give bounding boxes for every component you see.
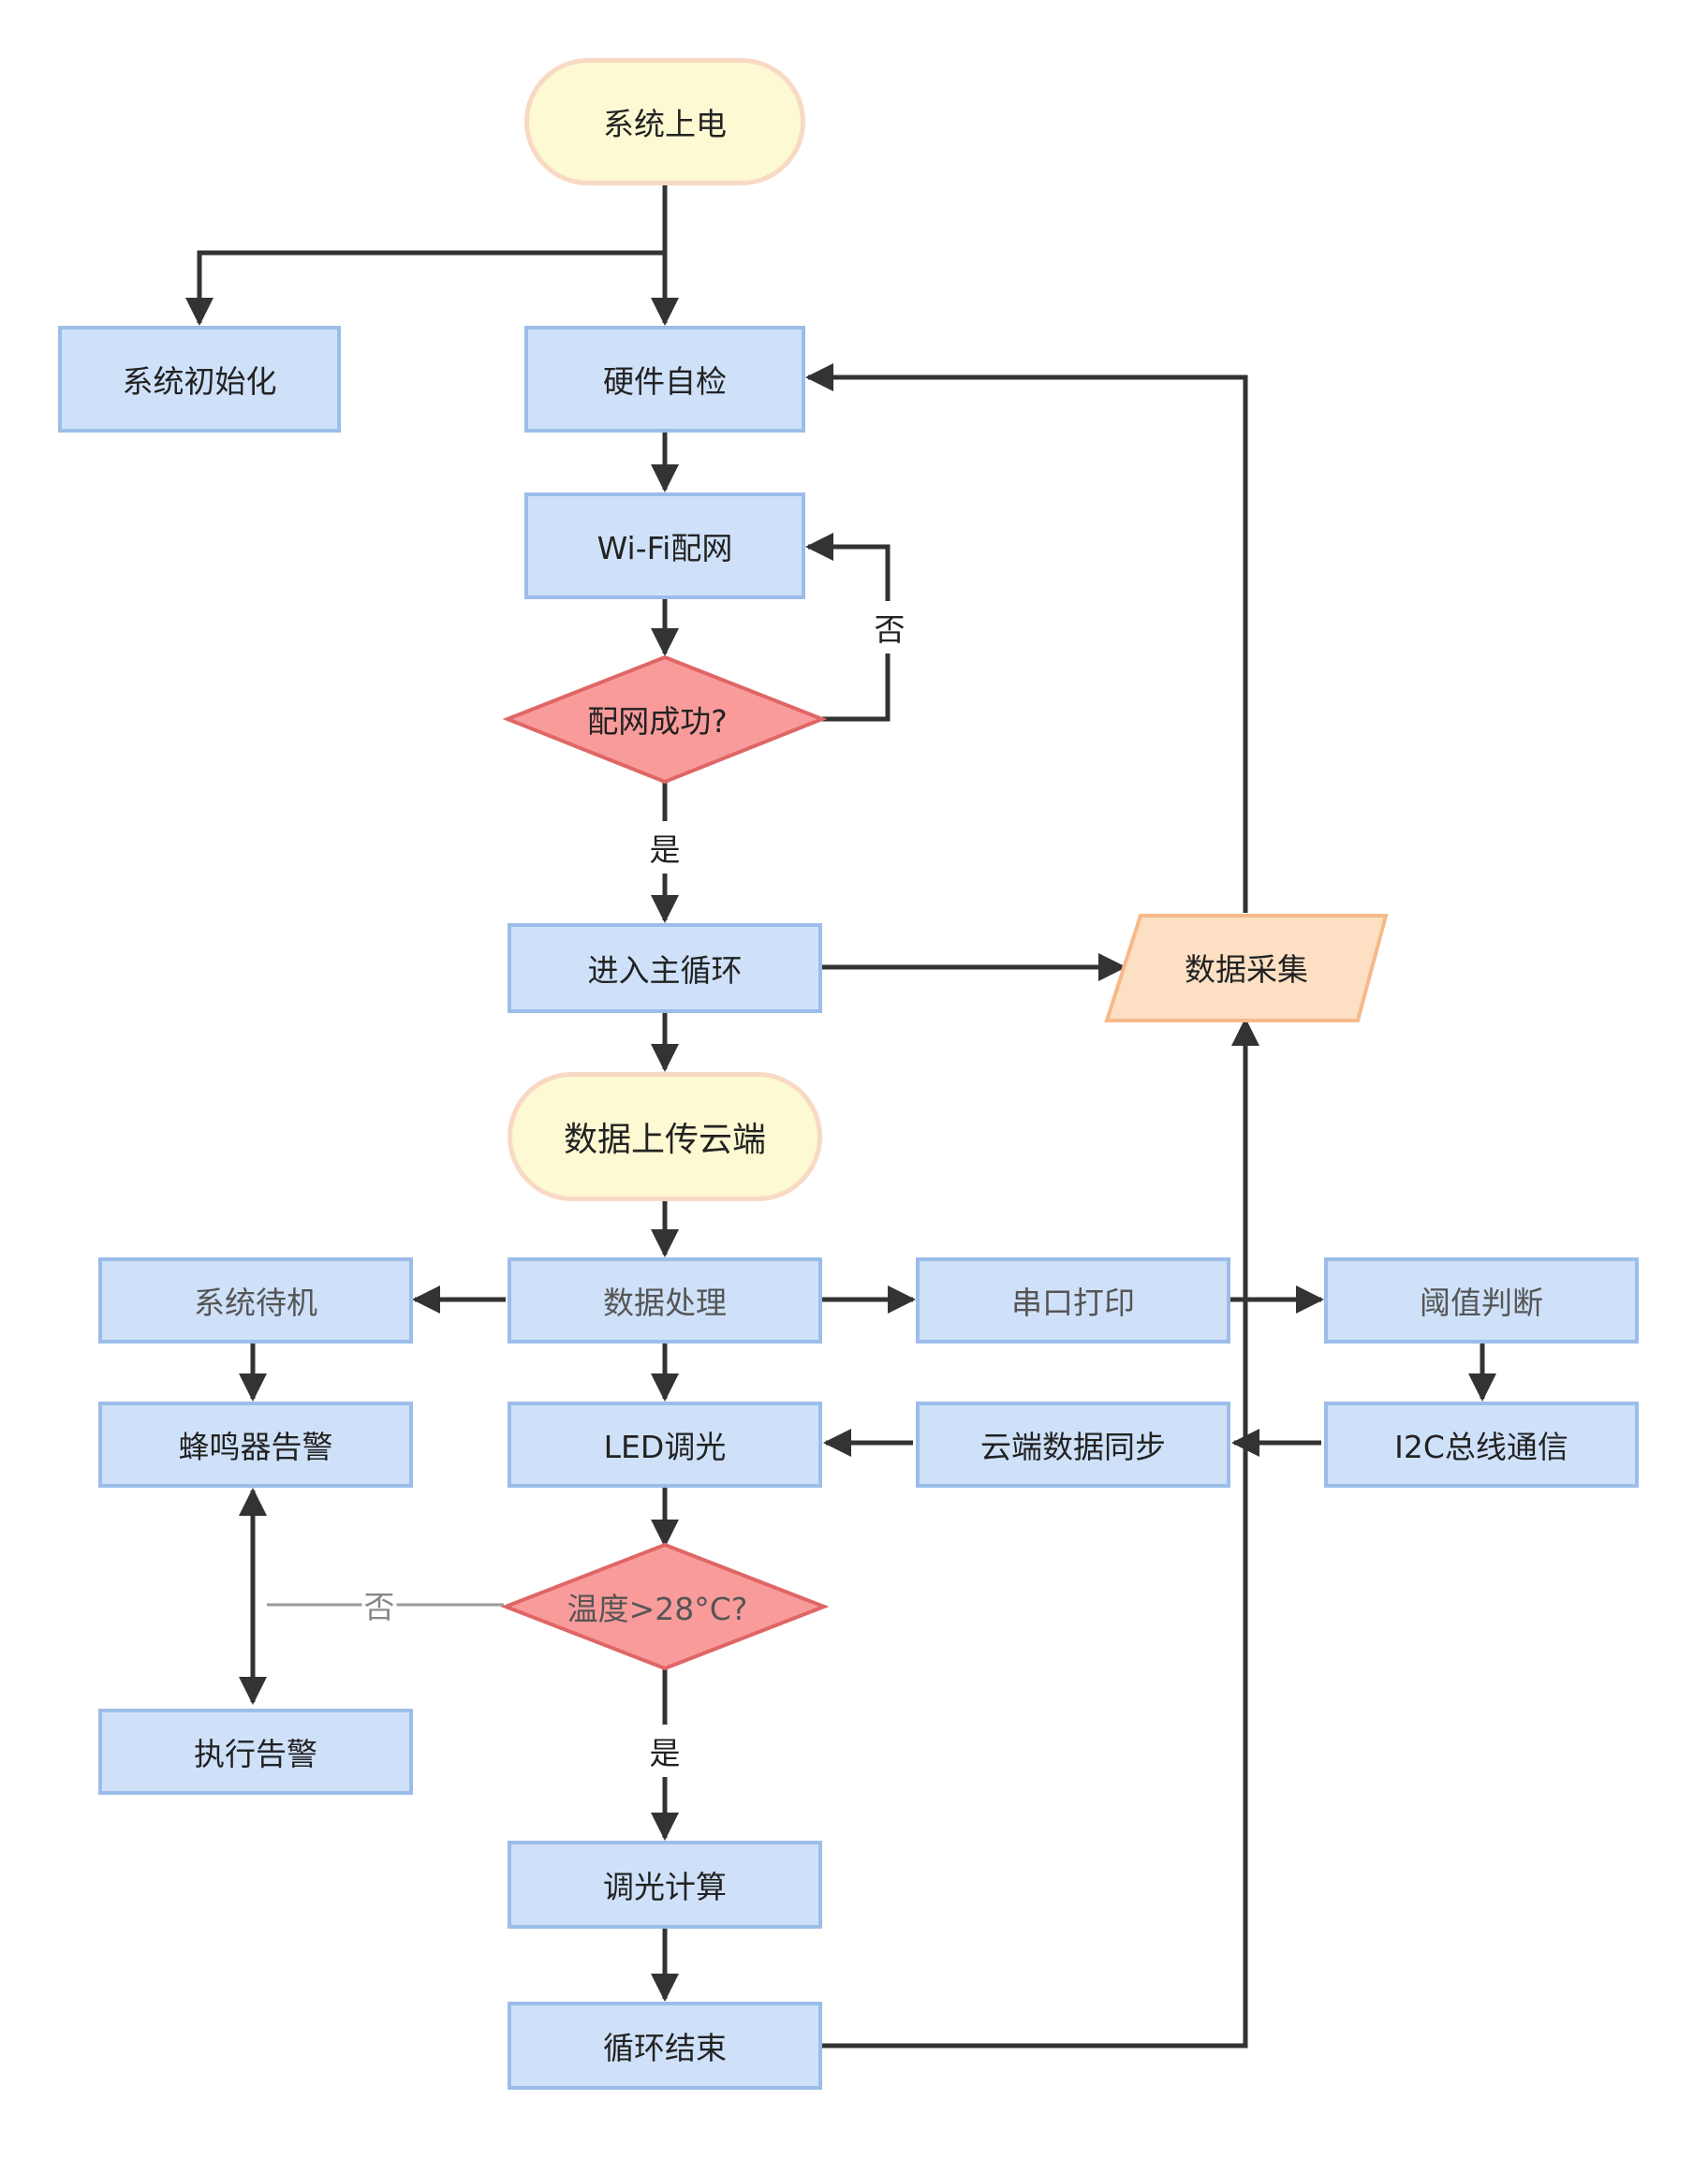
box-loop-end-label: 循环结束 <box>603 2030 727 2066</box>
box-sys-init-label: 系统初始化 <box>122 363 277 400</box>
box-standby: 系统待机 <box>98 1257 413 1344</box>
terminal-power-on: 系统上电 <box>524 58 805 185</box>
box-cloud-sync: 云端数据同步 <box>916 1402 1230 1488</box>
box-cloud-sync-label: 云端数据同步 <box>980 1429 1166 1465</box>
box-alarm: 执行告警 <box>98 1709 413 1795</box>
box-process-label: 数据处理 <box>603 1285 727 1321</box>
box-hw-check: 硬件自检 <box>524 326 805 433</box>
box-threshold-label: 阈值判断 <box>1420 1285 1543 1321</box>
box-loop-end: 循环结束 <box>508 2002 822 2090</box>
box-wifi: Wi-Fi配网 <box>524 492 805 599</box>
box-buzzer: 蜂鸣器告警 <box>98 1402 413 1488</box>
io-data-collect-label: 数据采集 <box>1185 951 1308 988</box>
box-threshold: 阈值判断 <box>1324 1257 1639 1344</box>
box-buzzer-label: 蜂鸣器告警 <box>178 1429 333 1465</box>
io-data-collect <box>1104 914 1389 1022</box>
decision-temp <box>500 1542 830 1671</box>
terminal-power-on-label: 系统上电 <box>603 106 727 142</box>
box-i2c-label: I2C总线通信 <box>1394 1429 1568 1465</box>
decision-wifi-ok <box>502 654 828 785</box>
box-i2c: I2C总线通信 <box>1324 1402 1639 1488</box>
terminal-upload: 数据上传云端 <box>508 1072 822 1201</box>
box-process: 数据处理 <box>508 1257 822 1344</box>
box-led-label: LED调光 <box>603 1429 727 1465</box>
box-dim-calc-label: 调光计算 <box>603 1869 727 1905</box>
box-main-loop-label: 进入主循环 <box>587 952 743 989</box>
edge-label-wifi-no: 否 <box>872 601 907 654</box>
box-standby-label: 系统待机 <box>194 1285 317 1321</box>
box-led: LED调光 <box>508 1402 822 1488</box>
box-dim-calc: 调光计算 <box>508 1841 822 1929</box>
box-serial: 串口打印 <box>916 1257 1230 1344</box>
decision-wifi-ok-label: 配网成功? <box>587 703 728 740</box>
box-serial-label: 串口打印 <box>1011 1285 1135 1321</box>
edge-end-collect <box>822 1018 1259 2049</box>
edge-collect-hwcheck <box>805 363 1248 913</box>
decision-temp-label: 温度>28°C? <box>567 1591 748 1627</box>
edge-label-wifi-yes: 是 <box>647 821 683 874</box>
edge-power-init <box>185 250 665 326</box>
edge-label-temp-no: 否 <box>361 1579 397 1631</box>
box-sys-init: 系统初始化 <box>58 326 341 433</box>
terminal-upload-label: 数据上传云端 <box>563 1121 766 1159</box>
box-alarm-label: 执行告警 <box>194 1736 317 1772</box>
box-wifi-label: Wi-Fi配网 <box>596 530 733 566</box>
edge-label-temp-yes: 是 <box>647 1725 683 1777</box>
box-main-loop: 进入主循环 <box>508 923 822 1013</box>
box-hw-check-label: 硬件自检 <box>603 363 727 400</box>
